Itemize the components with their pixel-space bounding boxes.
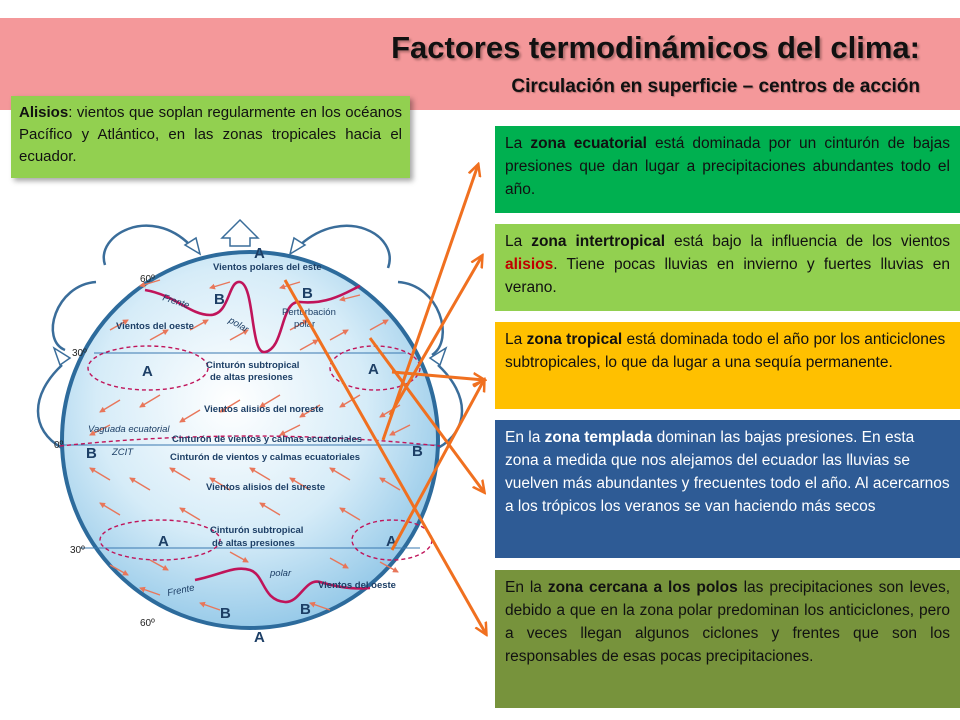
label-cinturon-sub-s-1: Cinturón subtropical <box>210 525 303 536</box>
zone-ecuatorial-text: está dominada por un cinturón de bajas p… <box>505 135 950 198</box>
label-cinturon-sub-s-2: de altas presiones <box>212 538 295 549</box>
label-perturbacion-2: polar <box>294 319 315 330</box>
zone-tropical-pre: La <box>505 331 527 348</box>
zone-ecuatorial-pre: La <box>505 135 531 152</box>
label-lat-30n: 30º <box>72 348 87 359</box>
globe-diagram: 60º 30º 0º 30º 60º Vientos polares del e… <box>36 218 464 646</box>
pressure-low-north-1: B <box>214 291 225 308</box>
pressure-high-subtropical-nw: A <box>142 363 153 380</box>
alisios-definition-box: Alisios: vientos que soplan regularmente… <box>11 96 410 178</box>
header-banner <box>0 18 960 110</box>
pressure-high-north-pole: A <box>254 245 265 262</box>
zone-templada-box: En la zona templada dominan las bajas pr… <box>495 420 960 558</box>
label-lat-0: 0º <box>54 440 64 451</box>
zone-polos-box: En la zona cercana a los polos las preci… <box>495 570 960 708</box>
zone-intertropical-name: zona intertropical <box>531 233 666 250</box>
zone-ecuatorial-box: La zona ecuatorial está dominada por un … <box>495 126 960 213</box>
zone-intertropical-box: La zona intertropical está bajo la influ… <box>495 224 960 311</box>
pressure-low-north-2: B <box>302 285 313 302</box>
label-vientos-polares: Vientos polares del este <box>213 262 322 273</box>
label-vientos-oeste-n: Vientos del oeste <box>116 321 194 332</box>
page-title: Factores termodinámicos del clima: <box>391 30 920 65</box>
zone-intertropical-text: . Tiene pocas lluvias en invierno y fuer… <box>505 256 950 296</box>
zone-tropical-name: zona tropical <box>526 331 623 348</box>
label-lat-30s: 30º <box>70 545 85 556</box>
label-perturbacion-1: Perturbación <box>282 307 336 318</box>
label-alisios-sureste: Vientos alisios del sureste <box>206 482 325 493</box>
zone-intertropical-pre: La <box>505 233 532 250</box>
label-zcit: ZCIT <box>111 447 134 458</box>
zone-templada-text: dominan las bajas presiones. En esta zon… <box>505 429 950 515</box>
label-lat-60n: 60º <box>140 274 155 285</box>
label-cinturon-calmas-s: Cinturón de vientos y calmas ecuatoriale… <box>170 452 360 463</box>
pressure-low-equator-e: B <box>412 443 423 460</box>
page-subtitle: Circulación en superficie – centros de a… <box>511 76 920 97</box>
label-cinturon-sub-n-2: de altas presiones <box>210 372 293 383</box>
zone-templada-pre: En la <box>505 429 545 446</box>
label-alisios-noreste: Vientos alisios del noreste <box>204 404 324 415</box>
alisios-term: Alisios <box>19 104 69 121</box>
zone-polos-pre: En la <box>505 579 548 596</box>
zone-intertropical-alisios: alisios <box>505 256 554 273</box>
zone-polos-name: zona cercana a los polos <box>547 579 738 596</box>
label-vientos-oeste-s: Vientos del oeste <box>318 580 396 591</box>
label-vaguada: Vaguada ecuatorial <box>88 424 170 435</box>
pressure-high-south-pole: A <box>254 629 265 646</box>
label-cinturon-calmas-n: Cinturón de vientos y calmas ecuatoriale… <box>172 434 362 445</box>
pressure-high-subtropical-ne: A <box>368 361 379 378</box>
zone-polos-text: las precipitaciones son leves, debido a … <box>505 579 950 665</box>
pressure-high-subtropical-se: A <box>386 533 397 550</box>
pressure-low-south-2: B <box>300 601 311 618</box>
label-cinturon-sub-n-1: Cinturón subtropical <box>206 360 299 371</box>
zone-ecuatorial-name: zona ecuatorial <box>530 135 647 152</box>
label-lat-60s: 60º <box>140 618 155 629</box>
zone-templada-name: zona templada <box>544 429 653 446</box>
zone-intertropical-mid: está bajo la influencia de los vientos <box>665 233 950 250</box>
pressure-high-subtropical-sw: A <box>158 533 169 550</box>
zone-tropical-text: está dominada todo el año por los antici… <box>505 331 946 371</box>
zone-tropical-box: La zona tropical está dominada todo el a… <box>495 322 960 409</box>
alisios-definition: : vientos que soplan regularmente en los… <box>19 104 402 165</box>
label-polar-s: polar <box>269 568 292 579</box>
pressure-low-south-1: B <box>220 605 231 622</box>
pressure-low-equator-w: B <box>86 445 97 462</box>
